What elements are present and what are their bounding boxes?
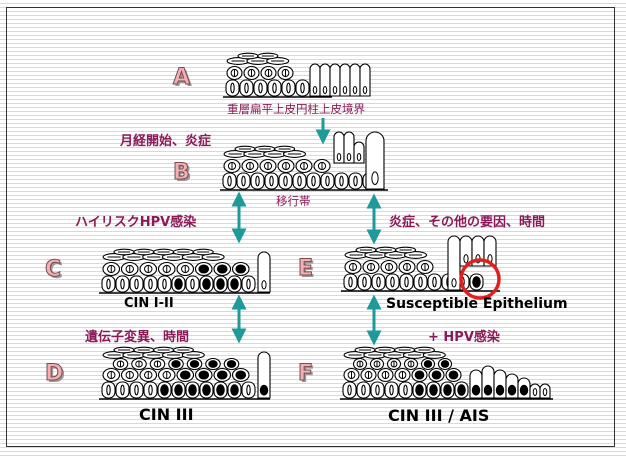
scj-label: 重層扁平上皮円柱上皮境界 [227,102,365,116]
menarche-label: 月経開始、炎症 [120,134,212,149]
tissue-b [220,131,388,191]
cin-1-2-label: CIN I-II [124,296,174,311]
cin-3-label: CIN III [139,405,194,424]
stage-label-e: E [297,256,314,282]
stage-label-b: B [173,160,191,186]
tissue-a [223,52,371,98]
plus-hpv-label: + HPV感染 [428,330,500,345]
stage-label-f: F [297,361,314,387]
tissue-c [99,248,271,294]
tissue-f [340,346,553,400]
stage-label-a: A [172,65,191,91]
gene-mutation-label: 遺伝子変異、時間 [85,330,190,345]
susceptible-cell-highlight [459,258,501,300]
stage-label-d: D [44,361,64,387]
cin-3-ais-label: CIN III / AIS [388,406,490,425]
transformation-zone-label: 移行帯 [276,194,311,208]
tissue-d [99,346,271,400]
high-risk-hpv-label: ハイリスクHPV感染 [75,215,197,230]
slide-frame [6,7,615,447]
stage-label-c: C [44,257,62,283]
tissue-e [341,235,500,292]
inflammation-factors-label: 炎症、その他の要因、時間 [389,215,546,230]
susceptible-epithelium-label: Susceptible Epithelium [386,296,568,312]
